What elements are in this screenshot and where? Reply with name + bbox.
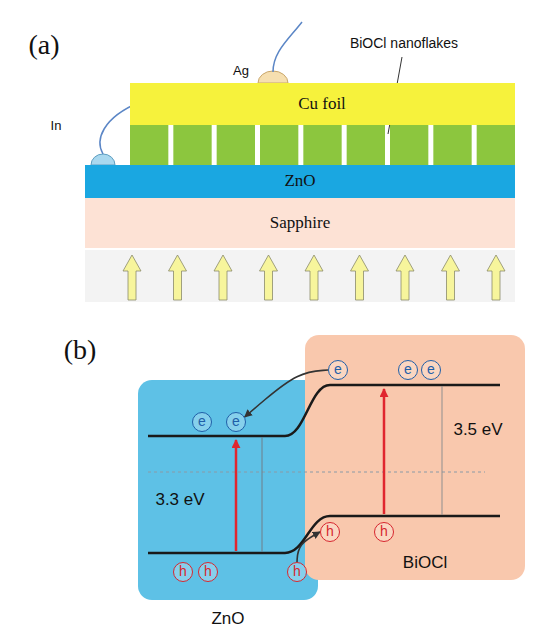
layer-name: Sapphire — [270, 213, 330, 233]
nanoflake — [173, 125, 211, 165]
fermi-level — [148, 472, 485, 473]
part-label: In — [51, 119, 62, 134]
transfer-arrow — [245, 370, 328, 417]
gap-line — [442, 386, 443, 515]
carrier-circle: h — [320, 522, 340, 542]
layer-name: ZnO — [284, 171, 315, 191]
part-label: Ag — [233, 64, 249, 79]
light-arrow — [442, 255, 460, 300]
cu-foil-layer: Cu foil — [130, 83, 515, 125]
ag-contact — [258, 71, 288, 83]
carrier-symbol: e — [232, 414, 240, 428]
valence-band — [148, 516, 500, 553]
light-arrow — [305, 255, 323, 300]
light-arrow — [487, 255, 505, 300]
gap-value: 3.3 eV — [155, 490, 204, 510]
carrier-symbol: e — [334, 362, 342, 376]
panel-label: (b) — [64, 334, 97, 366]
zno-layer: ZnO — [85, 165, 515, 198]
in-contact — [91, 154, 115, 165]
nanoflake — [347, 125, 385, 165]
sapphire-substrate: Sapphire — [85, 198, 515, 248]
ag-wire — [273, 22, 302, 72]
carrier-symbol: h — [293, 564, 301, 578]
carrier-symbol: e — [404, 362, 412, 376]
carrier-symbol: e — [427, 362, 435, 376]
gap-line — [262, 437, 263, 552]
nanoflake — [390, 125, 428, 165]
carrier-circle: e — [328, 360, 348, 380]
light-arrow — [351, 255, 369, 300]
carrier-circle: h — [198, 562, 218, 582]
carrier-symbol: h — [204, 564, 212, 578]
nanoflake — [477, 125, 515, 165]
layer-name: ZnO — [211, 609, 244, 629]
carrier-circle: h — [287, 562, 307, 582]
carrier-circle: e — [226, 412, 246, 432]
zno-band-box: 3.3 eVZnOeehhh — [138, 380, 318, 600]
nanoflake — [217, 125, 255, 165]
light-arrows — [123, 255, 505, 300]
carrier-circle: e — [398, 360, 418, 380]
light-arrow — [260, 255, 278, 300]
light-arrow — [169, 255, 187, 300]
carrier-circle: e — [421, 360, 441, 380]
carrier-circle: e — [192, 412, 212, 432]
excitation-arrow — [383, 389, 386, 514]
nanoflake — [130, 125, 168, 165]
panel-label: (a) — [28, 29, 59, 61]
carrier-circle: h — [374, 522, 394, 542]
biocl-band-box: 3.5 eV BiOCl e e e h h — [305, 335, 525, 580]
layer-name: Cu foil — [298, 94, 346, 114]
light-arrow — [214, 255, 232, 300]
conduction-band — [148, 385, 500, 436]
nanoflake — [303, 125, 341, 165]
carrier-symbol: e — [198, 414, 206, 428]
carrier-symbol: h — [179, 564, 187, 578]
transfer-arrow — [297, 532, 320, 562]
layer-name: BiOCl — [403, 553, 447, 573]
nanoflake-row — [130, 125, 515, 165]
light-arrow — [123, 255, 141, 300]
gap-value: 3.5 eV — [453, 420, 502, 440]
nanoflake — [260, 125, 298, 165]
carrier-symbol: h — [326, 524, 334, 538]
excitation-arrow — [235, 440, 238, 551]
light-arrow — [396, 255, 414, 300]
nanoflake — [433, 125, 471, 165]
light-background — [85, 250, 515, 302]
carrier-circle: h — [173, 562, 193, 582]
carrier-symbol: h — [380, 524, 388, 538]
part-label: BiOCl nanoflakes — [350, 35, 458, 51]
